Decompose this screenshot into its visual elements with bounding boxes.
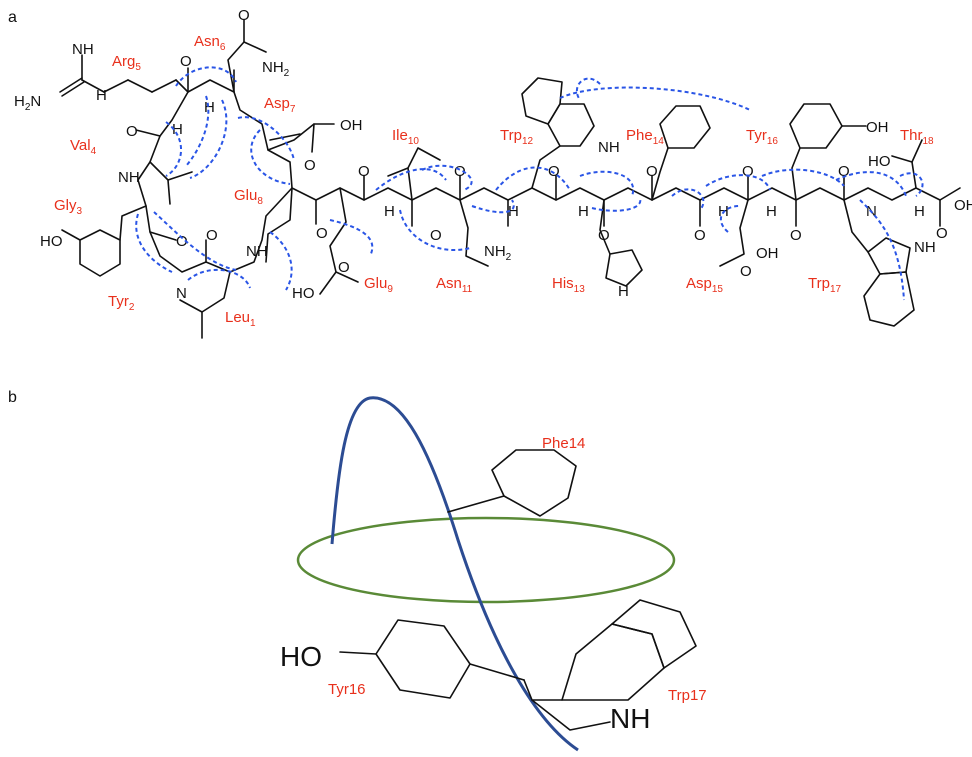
residue-label-arg5: Arg5 <box>112 53 141 73</box>
cyclic-backbone <box>135 67 961 273</box>
atom-ho: HO <box>292 285 315 302</box>
macrocycle-ring <box>296 516 676 604</box>
atom-ho: HO <box>868 153 891 170</box>
tyr16-trp17-structure <box>339 599 697 731</box>
atom-nh: NH <box>118 169 140 186</box>
atom-h: H <box>578 203 589 220</box>
atom-o: O <box>304 157 316 174</box>
peptide-loop <box>330 396 579 752</box>
atom-o: O <box>180 53 192 70</box>
trp17-nh-label: NH <box>610 703 650 734</box>
schematic-model: Phe14 HO Tyr16 NH Trp17 <box>280 396 707 752</box>
atom-o: O <box>740 263 752 280</box>
atom-oh: OH <box>340 117 363 134</box>
residue-label-val4: Val4 <box>70 137 97 157</box>
atom-o: O <box>316 225 328 242</box>
atom-nh: NH <box>246 243 268 260</box>
atom-o: O <box>358 163 370 180</box>
atom-o: O <box>206 227 218 244</box>
panel-a-label: a <box>8 9 17 26</box>
atom-o: O <box>176 233 188 250</box>
atom-nh: NH <box>598 139 620 156</box>
atom-h: H <box>172 121 183 138</box>
atom-n: N <box>176 285 187 302</box>
atom-h2n-label: H2N <box>14 93 41 113</box>
atom-oh: OH <box>866 119 889 136</box>
residue-label-asp7: Asp7 <box>264 95 296 115</box>
residue-label-glu8: Glu8 <box>234 187 263 207</box>
residue-label-thr18: Thr18 <box>900 127 934 147</box>
atom-o: O <box>694 227 706 244</box>
atom-h: H <box>618 283 629 300</box>
peptide-structure: H2N NH H <box>14 7 972 339</box>
tyr16-label: Tyr16 <box>328 681 366 698</box>
atom-h: H <box>508 203 519 220</box>
atom-oh: OH <box>756 245 779 262</box>
atom-h: H <box>914 203 925 220</box>
side-chains <box>61 19 923 339</box>
atom-o: O <box>790 227 802 244</box>
residue-label-asp15: Asp15 <box>686 275 723 295</box>
atom-h: H <box>204 99 215 116</box>
residue-label-phe14: Phe14 <box>626 127 664 147</box>
atom-nh-guanidine: NH <box>72 41 94 58</box>
atom-o: O <box>936 225 948 242</box>
atom-o: O <box>646 163 658 180</box>
atom-o: O <box>742 163 754 180</box>
phe14-label: Phe14 <box>542 435 585 452</box>
atom-nh: NH <box>914 239 936 256</box>
atom-ho: HO <box>40 233 63 250</box>
atom-nh2: NH2 <box>262 59 290 79</box>
atom-o: O <box>548 163 560 180</box>
atom-o: O <box>338 259 350 276</box>
atom-h: H <box>766 203 777 220</box>
residue-label-his13: His13 <box>552 275 585 295</box>
atom-h-guanidine: H <box>96 87 107 104</box>
atom-o: O <box>238 7 250 24</box>
residue-label-tyr16: Tyr16 <box>746 127 778 147</box>
atom-nh2: NH2 <box>484 243 512 263</box>
residue-label-gly3: Gly3 <box>54 197 83 217</box>
atom-o: O <box>838 163 850 180</box>
residue-label-glu9: Glu9 <box>364 275 393 295</box>
noe-arrows <box>135 66 924 301</box>
atom-oh: OH <box>954 197 972 214</box>
phe14-ring <box>447 449 577 517</box>
residue-label-leu1: Leu1 <box>225 309 256 329</box>
residue-label-ile10: Ile10 <box>392 127 419 147</box>
residue-label-trp12: Trp12 <box>500 127 534 147</box>
trp17-label: Trp17 <box>668 687 707 704</box>
residue-label-trp17: Trp17 <box>808 275 842 295</box>
residue-label-asn6: Asn6 <box>194 33 226 53</box>
residue-labels: Leu1 Tyr2 Gly3 Val4 Arg5 Asn6 Asp7 Glu8 … <box>54 33 934 329</box>
atom-o: O <box>126 123 138 140</box>
atom-o: O <box>454 163 466 180</box>
atom-h: H <box>384 203 395 220</box>
residue-label-asn11: Asn11 <box>436 275 473 295</box>
residue-label-tyr2: Tyr2 <box>108 293 135 313</box>
atom-o: O <box>598 227 610 244</box>
panel-b-label: b <box>8 389 17 406</box>
atom-o: O <box>430 227 442 244</box>
tyr16-ho-label: HO <box>280 641 322 672</box>
arg-guanidine <box>59 54 177 97</box>
